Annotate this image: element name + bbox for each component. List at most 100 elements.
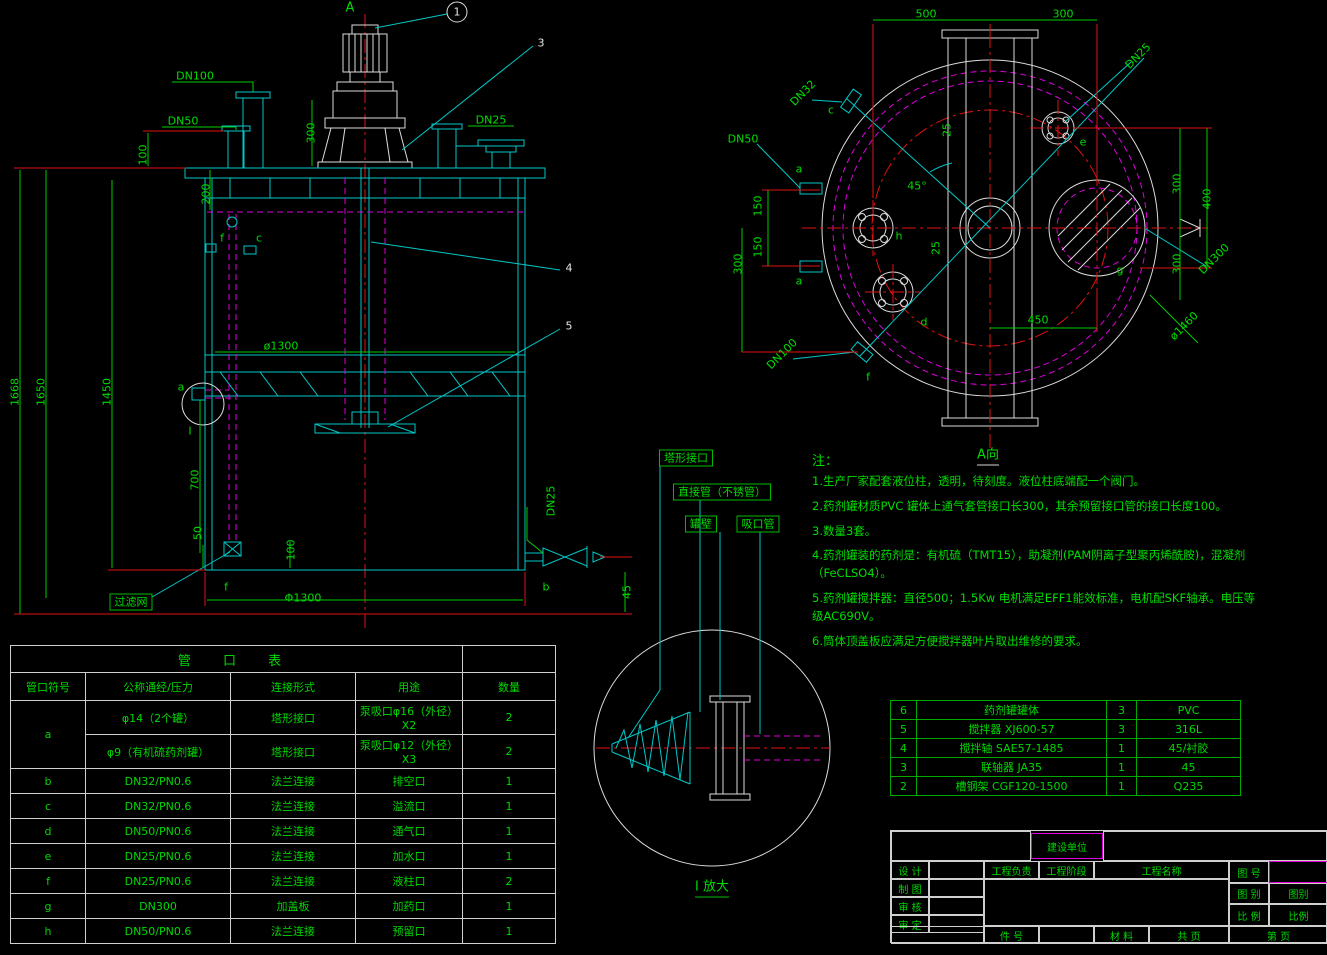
port-mark-e: e xyxy=(1079,135,1087,149)
port-cell-conn: 加盖板 xyxy=(230,893,356,919)
table-row: 5 搅拌器 XJ600-57 3 316L xyxy=(890,719,1241,739)
dim-25-a: 25 xyxy=(940,123,954,137)
bom-cell-no: 2 xyxy=(890,776,917,796)
title-cell-blank xyxy=(1039,926,1094,944)
detail-caption: I 放大 xyxy=(695,881,729,898)
plan-dimensions xyxy=(741,19,1208,352)
dim-700: 700 xyxy=(188,469,202,491)
port-cell-spec: DN25/PN0.6 xyxy=(85,843,231,869)
port-cell-conn: 法兰连接 xyxy=(230,793,356,819)
table-row: e DN25/PN0.6 法兰连接 加水口 1 xyxy=(10,843,557,869)
port-mark-g: g xyxy=(1116,263,1124,277)
wall-fittings xyxy=(205,243,257,255)
tank-wall-section xyxy=(709,695,751,801)
category-value: 图别 xyxy=(1269,883,1327,904)
detail-mark-i: I xyxy=(188,424,192,438)
shell-nozzles xyxy=(799,88,874,363)
title-block: 建设单位 设 计 制 图 审 核 审 定 工程负责 工程阶段 工程名称 图 号 … xyxy=(890,830,1327,944)
category-label: 图 别 xyxy=(1229,883,1269,904)
port-cell-spec: DN300 xyxy=(85,893,231,919)
bom-cell-name: 联轴器 JA35 xyxy=(916,757,1107,777)
detail-circle-I xyxy=(181,382,225,426)
title-cell-blank xyxy=(891,831,1031,861)
bom-cell-qty: 1 xyxy=(1106,738,1137,758)
port-mark-a: a xyxy=(177,380,185,394)
agitator-shaft xyxy=(314,168,416,434)
bom-cell-qty: 3 xyxy=(1106,700,1137,720)
detail-label-leaders xyxy=(627,466,761,739)
dim-400: 400 xyxy=(1200,188,1214,210)
balloon-circle xyxy=(446,1,468,23)
port-cell-spec: DN50/PN0.6 xyxy=(85,918,231,944)
port-mark-c: c xyxy=(827,103,835,117)
extension-lines xyxy=(14,130,632,615)
note-item: 5.药剂罐搅拌器：直径500；1.5Kw 电机满足EFF1能效标准，电机配SKF… xyxy=(812,591,1256,623)
port-cell-conn: 法兰连接 xyxy=(230,918,356,944)
note-item: 1.生产厂家配套液位柱，透明，待刻度。液位柱底端配一个阀门。 xyxy=(812,474,1145,488)
title-cell-blank xyxy=(929,897,984,915)
port-cell-conn: 法兰连接 xyxy=(230,818,356,844)
port-mark-d: d xyxy=(920,315,928,329)
resp-label: 工程负责 xyxy=(984,861,1039,879)
dim-1668: 1668 xyxy=(8,378,22,406)
balloon-5: 5 xyxy=(565,319,573,333)
note-item: 3.数量3套。 xyxy=(812,523,877,538)
dim-300-right-b: 300 xyxy=(1170,253,1184,275)
suction-pipe-section xyxy=(744,735,822,761)
label-dn50: DN50 xyxy=(727,132,759,146)
port-cell-qty: 1 xyxy=(462,768,557,794)
bom-cell-no: 3 xyxy=(890,757,917,777)
table-row: d DN50/PN0.6 法兰连接 通气口 1 xyxy=(10,818,557,844)
port-a-nozzle xyxy=(191,387,206,401)
filter-label: 过滤网 xyxy=(109,593,153,611)
design-label: 设 计 xyxy=(891,861,929,879)
title-cell-blank xyxy=(929,861,984,879)
port-cell-qty: 2 xyxy=(462,700,557,735)
table-row: φ9（有机硫药剂罐） 塔形接口 泵吸口φ12（外径）X3 2 xyxy=(11,734,557,769)
label-dn50: DN50 xyxy=(167,114,199,128)
dim-150-b: 150 xyxy=(751,236,765,258)
bom-cell-material: Q235 xyxy=(1136,776,1241,796)
port-mark-h: h xyxy=(895,229,903,243)
bom-cell-material: 45 xyxy=(1136,757,1241,777)
dwg-no-label: 图 号 xyxy=(1229,861,1269,883)
front-dimensions xyxy=(19,100,626,614)
bom-cell-qty: 1 xyxy=(1106,757,1137,777)
port-cell-qty: 1 xyxy=(462,918,557,944)
port-cell-use: 预留口 xyxy=(354,918,464,944)
port-cell-spec: DN50/PN0.6 xyxy=(85,818,231,844)
port-cell-qty: 2 xyxy=(462,734,557,769)
label-dn25-side: DN25 xyxy=(544,485,558,517)
dim-100-bot: 100 xyxy=(284,539,298,561)
port-cell-spec: DN25/PN0.6 xyxy=(85,868,231,894)
table-row: f DN25/PN0.6 法兰连接 液柱口 2 xyxy=(10,868,557,894)
port-cell-symbol: e xyxy=(10,843,86,869)
bom-table: 6 药剂罐罐体 3 PVC 5 搅拌器 XJ600-57 3 316L 4 搅拌… xyxy=(890,700,1241,796)
port-cell-qty: 1 xyxy=(462,793,557,819)
level-column-top xyxy=(226,216,238,228)
dim-1650: 1650 xyxy=(34,378,48,406)
plan-centerlines xyxy=(802,34,1208,448)
dim-300-right-a: 300 xyxy=(1170,173,1184,195)
dim-450: 450 xyxy=(1027,313,1049,327)
port-mark-a1: a xyxy=(795,162,803,176)
scale-label: 比 例 xyxy=(1229,904,1269,926)
port-cell-symbol: d xyxy=(10,818,86,844)
detail-label-pipe: 直接管（不锈管） xyxy=(673,483,771,501)
view-label-a: A向 xyxy=(977,449,999,466)
top-nozzles-left xyxy=(221,91,271,168)
bom-cell-material: 316L xyxy=(1136,719,1241,739)
top-piping-right xyxy=(431,123,525,168)
bom-cell-name: 槽钢架 CGF120-1500 xyxy=(916,776,1107,796)
port-table-header: 公称通经/压力 xyxy=(85,672,231,701)
dn-label-leaders xyxy=(162,81,544,554)
bom-cell-no: 4 xyxy=(890,738,917,758)
port-cell-symbol: g xyxy=(10,893,86,919)
table-row: b DN32/PN0.6 法兰连接 排空口 1 xyxy=(10,768,557,794)
notes-title: 注： xyxy=(812,454,839,469)
title-cell-blank xyxy=(1103,831,1327,861)
port-table-title: 管 口 表 xyxy=(9,645,464,673)
detail-label-taper: 塔形接口 xyxy=(659,449,713,467)
port-cell-conn: 塔形接口 xyxy=(230,700,356,735)
